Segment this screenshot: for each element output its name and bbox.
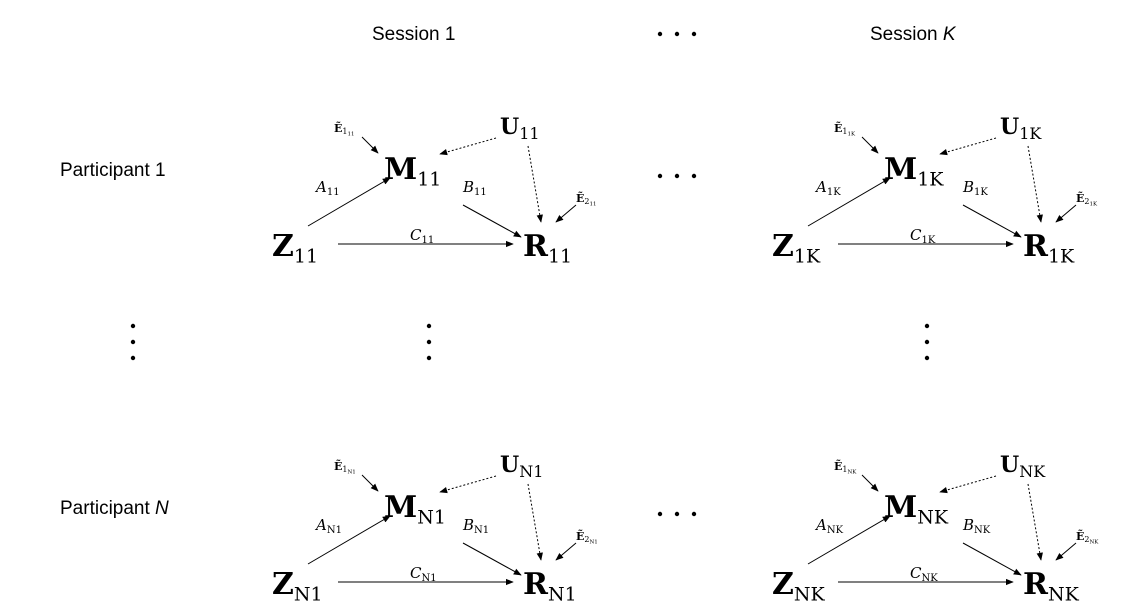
edge-u-to-m xyxy=(939,137,997,156)
edge-u-to-r xyxy=(527,483,543,561)
node-e2: Ẽ211 xyxy=(576,191,596,208)
edge-label-c: C1K xyxy=(910,226,936,246)
edge-e1-to-m xyxy=(861,136,879,154)
header-session-1: Session 1 xyxy=(372,24,455,45)
node-e2: Ẽ2NK xyxy=(1076,529,1099,546)
block-pN-sK: ZNK MNK RNK UNK Ẽ1NK Ẽ2NK ANK BNK CNK xyxy=(772,452,1099,606)
edge-u-to-m xyxy=(439,137,497,156)
node-r: R1K xyxy=(1023,229,1075,268)
edge-label-b: B1K xyxy=(962,178,988,198)
edge-u-to-r xyxy=(527,145,543,223)
edge-label-a: A1K xyxy=(814,178,841,198)
edge-label-a: A11 xyxy=(314,178,340,198)
edge-e2-to-r xyxy=(555,204,577,223)
node-z: Z11 xyxy=(272,229,318,268)
node-r: R11 xyxy=(523,229,572,268)
edge-e1-to-m xyxy=(361,136,379,154)
node-m: MNK xyxy=(884,490,949,529)
edge-u-to-r xyxy=(1027,483,1043,561)
node-r: RN1 xyxy=(523,567,577,606)
edge-label-c: CNK xyxy=(910,564,938,584)
edge-z-to-m xyxy=(307,177,391,227)
vertical-ellipsis-left xyxy=(130,323,136,361)
horizontal-ellipsis-row-1 xyxy=(657,173,697,179)
node-z: ZN1 xyxy=(272,567,323,606)
node-u: UN1 xyxy=(500,452,543,481)
header-session-k: Session K xyxy=(870,24,957,45)
node-u: U11 xyxy=(500,114,540,143)
node-e1: Ẽ1N1 xyxy=(334,459,356,476)
row-label-participant-n: Participant N xyxy=(60,498,169,519)
node-e1: Ẽ11K xyxy=(834,121,856,138)
edge-e2-to-r xyxy=(1055,204,1077,223)
edge-label-b: B11 xyxy=(462,178,487,198)
node-m: MN1 xyxy=(384,490,446,529)
header-ellipsis xyxy=(657,31,697,37)
edge-m-to-r xyxy=(462,204,522,238)
node-m: M1K xyxy=(884,152,944,191)
edge-e2-to-r xyxy=(1055,542,1077,561)
edge-u-to-m xyxy=(439,475,497,494)
block-p1-sK: Z1K M1K R1K U1K Ẽ11K Ẽ21K A1K B1K C1K xyxy=(772,114,1098,268)
horizontal-ellipsis-row-n xyxy=(657,511,697,517)
edge-m-to-r xyxy=(962,204,1022,238)
edge-label-c: CN1 xyxy=(410,564,437,584)
node-u: UNK xyxy=(1000,452,1046,481)
node-e1: Ẽ111 xyxy=(334,121,354,138)
edge-label-a: ANK xyxy=(814,516,844,536)
row-label-participant-1: Participant 1 xyxy=(60,160,166,181)
edge-e1-to-m xyxy=(861,474,879,492)
node-e2: Ẽ21K xyxy=(1076,191,1098,208)
vertical-ellipsis-right xyxy=(924,323,930,361)
edge-m-to-r xyxy=(462,542,522,576)
edge-u-to-m xyxy=(939,475,997,494)
edge-label-c: C11 xyxy=(410,226,434,246)
node-u: U1K xyxy=(1000,114,1042,143)
edge-e1-to-m xyxy=(361,474,379,492)
edge-u-to-r xyxy=(1027,145,1043,223)
edge-label-b: BNK xyxy=(962,516,991,536)
edge-label-a: AN1 xyxy=(314,516,342,536)
node-z: ZNK xyxy=(772,567,826,606)
edge-z-to-m xyxy=(807,515,891,565)
vertical-ellipsis-middle xyxy=(426,323,432,361)
edge-z-to-m xyxy=(807,177,891,227)
node-z: Z1K xyxy=(772,229,821,268)
node-m: M11 xyxy=(384,152,441,191)
edge-e2-to-r xyxy=(555,542,577,561)
node-r: RNK xyxy=(1023,567,1080,606)
node-e2: Ẽ2N1 xyxy=(576,529,598,546)
edge-m-to-r xyxy=(962,542,1022,576)
edge-z-to-m xyxy=(307,515,391,565)
edge-label-b: BN1 xyxy=(462,516,489,536)
node-e1: Ẽ1NK xyxy=(834,459,857,476)
